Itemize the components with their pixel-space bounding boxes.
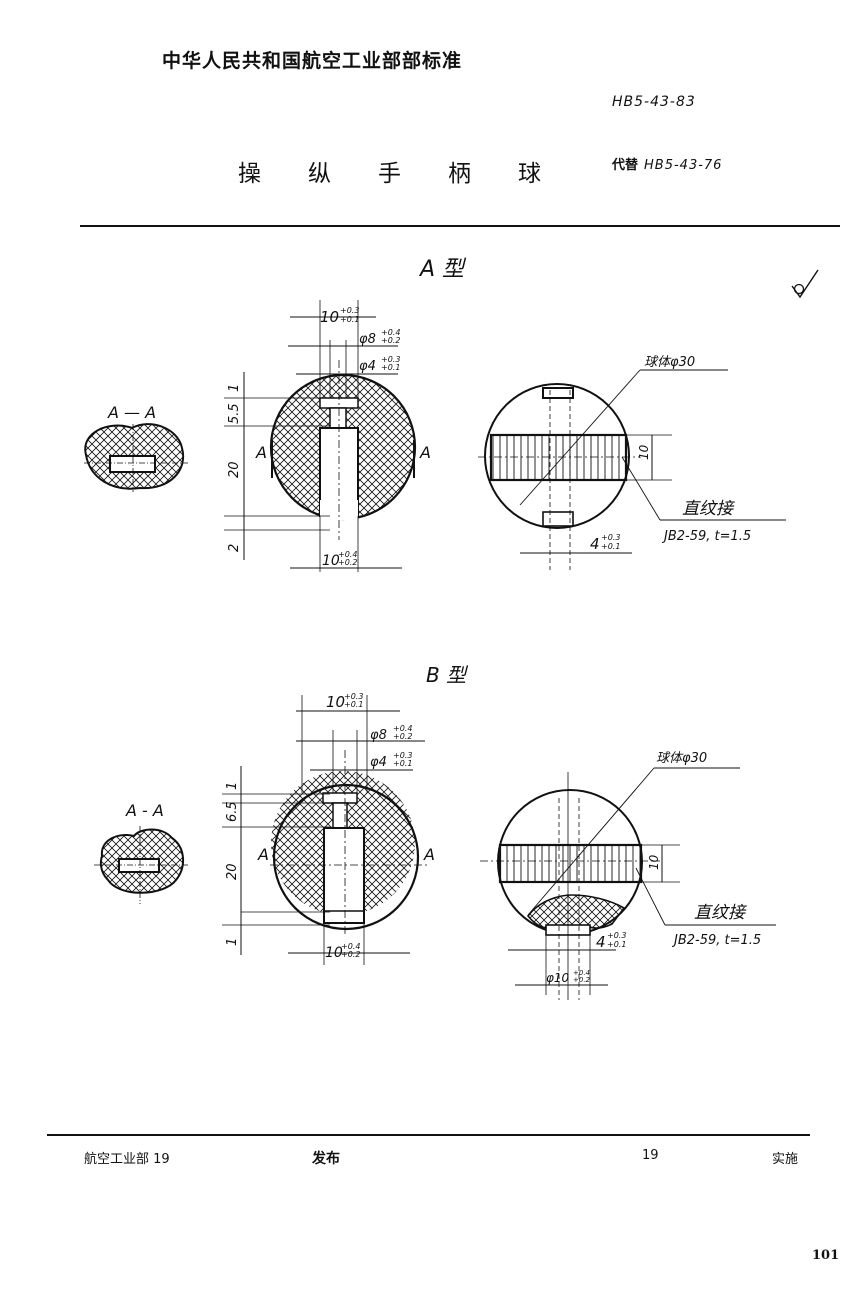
header-divider — [80, 225, 840, 227]
svg-text:10: 10 — [647, 854, 661, 870]
replaces-label: 代替 — [612, 158, 639, 173]
svg-text:+0.4: +0.4 — [341, 942, 360, 951]
svg-text:φ10: φ10 — [546, 971, 570, 985]
svg-text:JB2-59, t=1.5: JB2-59, t=1.5 — [661, 529, 751, 544]
svg-text:+0.3: +0.3 — [393, 751, 412, 760]
type-b-section-label: A - A — [125, 801, 164, 820]
svg-text:+0.2: +0.2 — [338, 558, 357, 567]
svg-text:+0.1: +0.1 — [601, 542, 620, 551]
svg-text:直纹接: 直纹接 — [694, 903, 747, 923]
svg-text:20: 20 — [227, 461, 242, 478]
svg-text:10: 10 — [637, 444, 651, 460]
type-a-label: A 型 — [418, 257, 467, 282]
svg-text:4: 4 — [596, 933, 606, 951]
svg-text:10: 10 — [322, 553, 340, 569]
effective-year: 19 — [642, 1148, 659, 1163]
footer-divider — [47, 1134, 810, 1136]
svg-text:A: A — [419, 443, 431, 462]
svg-text:+0.2: +0.2 — [393, 732, 412, 741]
document-title: 操纵手柄球 — [238, 154, 588, 188]
svg-text:20: 20 — [225, 863, 240, 880]
standard-number: HB5-43-83 — [612, 94, 696, 110]
type-b-side-view: 球体φ30 10 直纹接 JB2-59, t=1.5 4 +0.3 +0.1 φ… — [480, 751, 776, 1000]
svg-text:A: A — [255, 443, 267, 462]
svg-text:+0.4: +0.4 — [573, 969, 590, 977]
svg-text:+0.4: +0.4 — [381, 328, 400, 337]
svg-text:φ8: φ8 — [370, 728, 387, 743]
svg-text:1: 1 — [225, 938, 240, 946]
svg-text:5.5: 5.5 — [227, 403, 242, 424]
svg-text:+0.1: +0.1 — [344, 700, 363, 709]
svg-text:A: A — [423, 845, 435, 864]
title-char: 纵 — [308, 161, 331, 187]
type-a-section-label: A — A — [107, 403, 156, 422]
svg-text:2: 2 — [227, 544, 242, 552]
page-number: 101 — [812, 1248, 840, 1263]
surface-roughness-icon — [791, 269, 819, 299]
svg-text:球体φ30: 球体φ30 — [644, 355, 695, 370]
svg-text:+0.3: +0.3 — [344, 692, 363, 701]
svg-text:+0.3: +0.3 — [340, 306, 359, 315]
type-a-main-view: A A 10 +0.3 +0.1 φ8 +0.4 +0.2 φ4 +0.3 +0… — [224, 300, 431, 572]
svg-text:φ8: φ8 — [359, 332, 376, 347]
title-char: 柄 — [448, 161, 471, 187]
svg-text:+0.2: +0.2 — [573, 976, 591, 984]
svg-text:+0.1: +0.1 — [381, 363, 400, 372]
release-label: 发布 — [312, 1151, 340, 1167]
svg-text:10: 10 — [325, 945, 343, 961]
type-a-drawing: A 型 A — A A A — [84, 257, 786, 572]
svg-text:+0.3: +0.3 — [601, 533, 620, 542]
replaces-standard: 代替 HB5-43-76 — [612, 154, 722, 173]
svg-text:1: 1 — [227, 384, 242, 392]
svg-text:φ4: φ4 — [370, 755, 387, 770]
svg-text:10: 10 — [326, 693, 345, 711]
type-b-section-view — [94, 826, 190, 904]
svg-text:+0.2: +0.2 — [341, 950, 360, 959]
svg-text:φ4: φ4 — [359, 359, 376, 374]
svg-text:JB2-59, t=1.5: JB2-59, t=1.5 — [671, 933, 761, 948]
svg-text:直纹接: 直纹接 — [682, 499, 735, 519]
svg-text:+0.3: +0.3 — [381, 355, 400, 364]
issuer: 航空工业部 19 — [84, 1152, 170, 1167]
svg-text:4: 4 — [590, 535, 600, 553]
organization-title: 中华人民共和国航空工业部部标准 — [162, 50, 463, 72]
effective-label: 实施 — [772, 1152, 799, 1167]
replaces-number: HB5-43-76 — [644, 158, 723, 173]
type-a-section-view — [84, 423, 188, 492]
title-char: 操 — [238, 161, 261, 187]
type-b-main-view: A A 10 +0.3 +0.1 φ8 +0.4 +0.2 φ4 +0.3 +0… — [222, 692, 435, 965]
title-char: 球 — [518, 161, 541, 187]
svg-text:+0.1: +0.1 — [340, 315, 359, 324]
svg-text:+0.4: +0.4 — [338, 550, 357, 559]
svg-text:A: A — [257, 845, 269, 864]
type-b-label: B 型 — [426, 663, 469, 687]
svg-text:球体φ30: 球体φ30 — [656, 751, 707, 766]
svg-text:+0.4: +0.4 — [393, 724, 412, 733]
svg-text:10: 10 — [320, 308, 339, 326]
svg-text:+0.1: +0.1 — [393, 759, 412, 768]
svg-text:1: 1 — [225, 782, 240, 790]
svg-text:+0.1: +0.1 — [607, 940, 626, 949]
type-b-drawing: B 型 A - A A A — [94, 663, 776, 1000]
svg-text:+0.3: +0.3 — [607, 931, 626, 940]
type-a-side-view: 球体φ30 10 直纹接 JB2-59, t=1.5 4 +0.3 +0.1 — [478, 355, 786, 570]
title-char: 手 — [378, 161, 401, 187]
svg-text:6.5: 6.5 — [225, 801, 240, 822]
svg-text:+0.2: +0.2 — [381, 336, 400, 345]
